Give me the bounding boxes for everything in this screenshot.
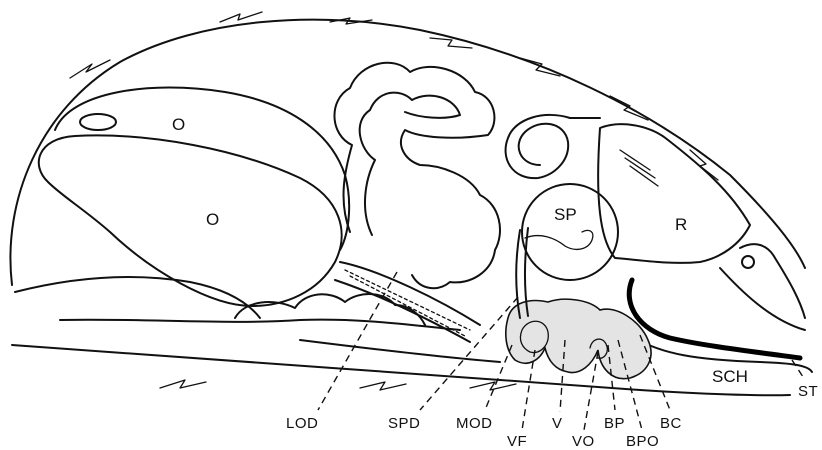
label-v: V [552,415,563,432]
label-sp: SP [554,205,577,224]
small-ellipse [80,114,116,130]
duct-hatching [345,270,470,336]
bill-lower [720,268,805,330]
label-vf: VF [507,433,527,450]
region-r [598,124,750,263]
nostril [742,256,754,268]
label-r: R [675,215,687,234]
label-o-lower: O [206,210,219,229]
label-bpo: BPO [626,433,659,450]
label-lod: LOD [286,415,318,432]
dark-curve [629,280,800,358]
label-st: ST [798,383,818,400]
coiled-gland-inner [360,93,460,235]
label-bc: BC [660,415,682,432]
spiral-tube [506,115,600,178]
head-outline [10,20,805,285]
label-o-upper: O [172,115,185,134]
duct-main [340,262,480,325]
r-hatch [620,150,658,186]
region-o-upper [55,88,349,250]
lower-contour-2 [15,277,260,318]
label-sch: SCH [712,367,748,386]
label-spd: SPD [388,415,420,432]
ventral-line-2 [300,340,500,362]
duct-main-lower [335,280,470,342]
sp-inner-tube [525,230,593,249]
label-vo: VO [572,433,595,450]
label-bp: BP [604,415,625,432]
lower-contour-1 [60,320,460,330]
region-o-lower [39,135,342,306]
label-mod: MOD [456,415,493,432]
